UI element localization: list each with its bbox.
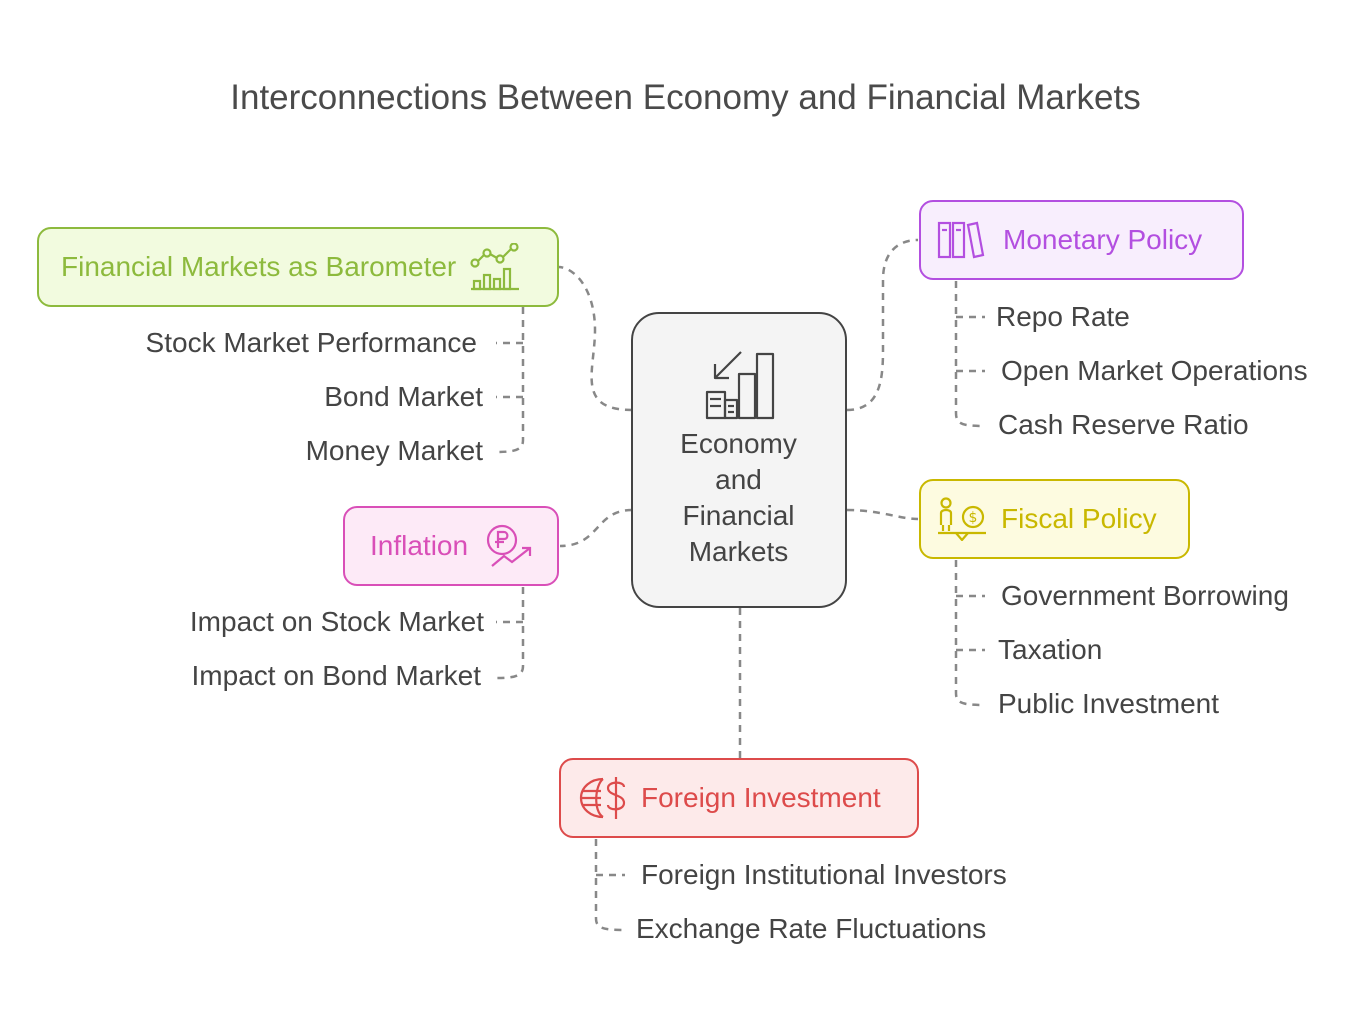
node-inflation: Inflation	[343, 506, 559, 586]
svg-text:$: $	[969, 510, 978, 526]
coin-trend-icon	[486, 524, 532, 567]
node-foreign-label: Foreign Investment	[641, 782, 881, 813]
connector-fiscal	[846, 508, 919, 521]
node-barometer-label: Financial Markets as Barometer	[61, 251, 457, 282]
node-fiscal-label: Fiscal Policy	[1001, 503, 1157, 534]
chart-bars-arrow-icon	[705, 351, 775, 420]
fiscal-item: Government Borrowing	[1001, 580, 1289, 611]
connector-inflation-items	[495, 587, 525, 680]
inflation-item: Impact on Bond Market	[191, 660, 481, 691]
node-fiscal: $ Fiscal Policy	[919, 479, 1190, 559]
connector-monetary-items	[954, 281, 986, 428]
node-monetary: Monetary Policy	[919, 200, 1244, 280]
fiscal-item: Public Investment	[998, 688, 1219, 719]
diagram-title: Interconnections Between Economy and Fin…	[230, 78, 1141, 117]
monetary-item: Cash Reserve Ratio	[998, 409, 1249, 440]
connector-barometer-items	[495, 307, 525, 454]
globe-dollar-icon	[579, 777, 626, 819]
monetary-item: Open Market Operations	[1001, 355, 1308, 386]
connector-barometer	[557, 265, 633, 412]
barometer-item: Stock Market Performance	[145, 327, 477, 358]
node-inflation-label: Inflation	[370, 530, 469, 561]
fiscal-item: Taxation	[998, 634, 1103, 665]
node-barometer: Financial Markets as Barometer	[37, 227, 559, 307]
center-node: Economy and Financial Markets	[631, 312, 847, 608]
foreign-item: Foreign Institutional Investors	[641, 859, 1007, 890]
inflation-item: Impact on Stock Market	[189, 606, 484, 637]
barometer-item: Money Market	[305, 435, 483, 466]
connector-monetary	[846, 238, 919, 412]
barometer-item: Bond Market	[324, 381, 483, 412]
foreign-item: Exchange Rate Fluctuations	[636, 913, 987, 944]
node-monetary-label: Monetary Policy	[1003, 224, 1203, 255]
connector-fiscal-items	[954, 560, 986, 707]
center-node-label: Economy and Financial Markets	[680, 428, 797, 567]
books-icon	[937, 221, 985, 259]
monetary-item: Repo Rate	[996, 301, 1130, 332]
connector-inflation	[559, 508, 633, 548]
line-bar-chart-icon	[470, 243, 520, 291]
person-coin-balance-icon: $	[938, 497, 986, 541]
connector-foreign-items	[594, 839, 626, 932]
node-foreign: Foreign Investment	[559, 758, 919, 838]
